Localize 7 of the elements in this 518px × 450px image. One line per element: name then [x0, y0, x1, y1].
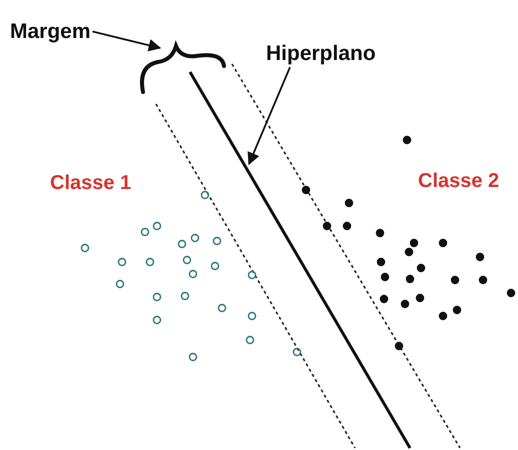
leader-arrow	[92, 30, 162, 52]
class-label: Classe 2	[418, 170, 500, 192]
callout-text: Margem	[10, 20, 91, 44]
hyperplane-line	[188, 71, 412, 449]
class-label: Classe 1	[50, 172, 132, 194]
callout-text: Hiperplano	[266, 42, 376, 66]
leader-arrow	[248, 66, 291, 166]
